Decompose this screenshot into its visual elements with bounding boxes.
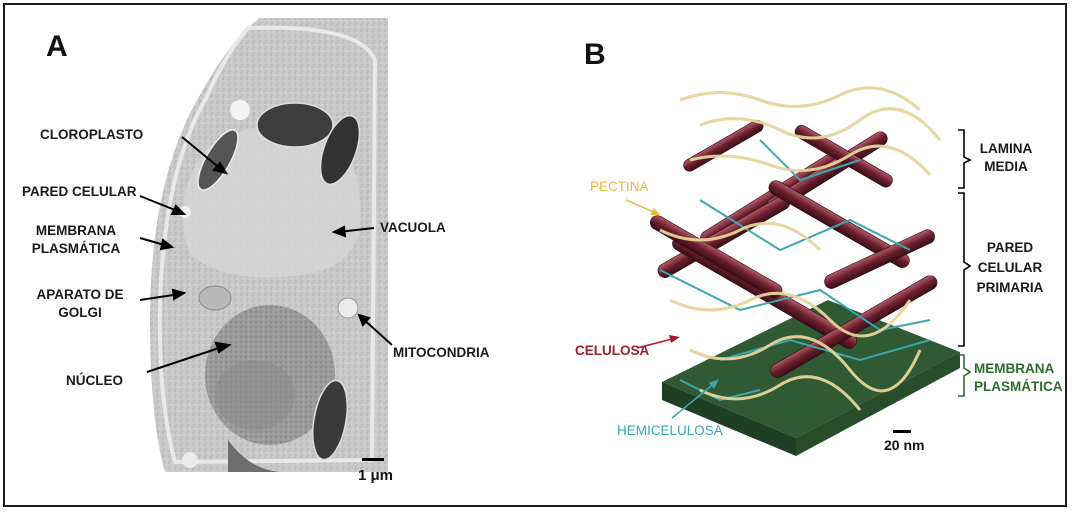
label-pared-line2: CELULAR [970, 258, 1050, 278]
label-membrana-plasmatica-b: MEMBRANA PLASMÁTICA [974, 360, 1063, 396]
label-membrana-b-line2: PLASMÁTICA [974, 378, 1063, 396]
label-pared-line3: PRIMARIA [970, 278, 1050, 298]
scale-bar-b [893, 430, 911, 433]
label-lamina-line1: LAMINA [974, 140, 1038, 158]
arrow-pectina [626, 200, 656, 213]
label-pectina: PECTINA [590, 178, 649, 196]
bracket-lamina-media [958, 130, 970, 188]
bracket-pared-primaria [958, 193, 970, 346]
label-celulosa: CELULOSA [575, 342, 649, 360]
label-hemicelulosa: HEMICELULOSA [617, 422, 723, 440]
label-membrana-b-line1: MEMBRANA [974, 360, 1063, 378]
label-pared-line1: PARED [970, 238, 1050, 258]
label-lamina-line2: MEDIA [974, 158, 1038, 176]
label-lamina-media: LAMINA MEDIA [974, 140, 1038, 176]
scale-label-b: 20 nm [884, 437, 924, 453]
label-pared-celular-primaria: PARED CELULAR PRIMARIA [970, 238, 1050, 298]
